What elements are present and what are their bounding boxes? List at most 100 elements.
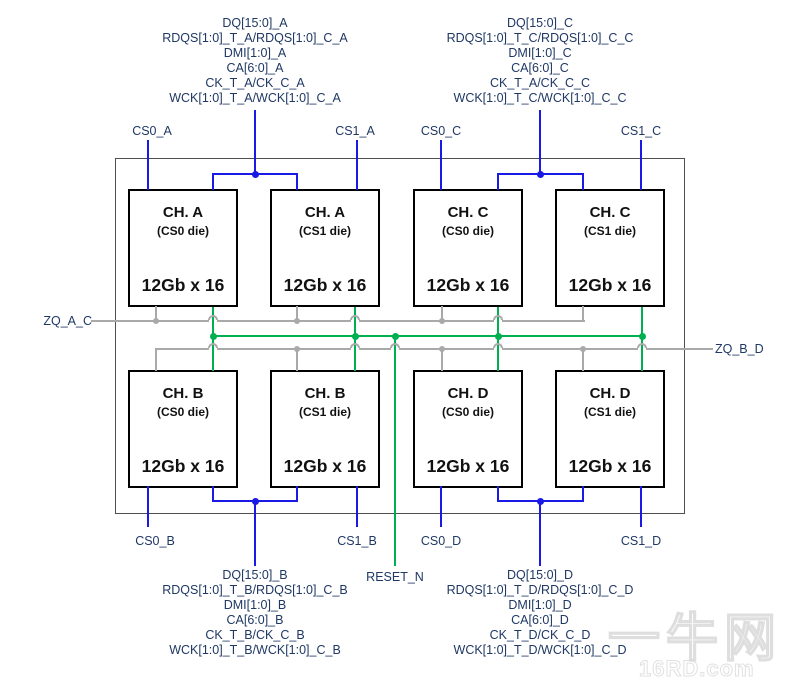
die-channel-title: CH. C <box>589 204 631 221</box>
signal-label: DMI[1:0]_C <box>508 46 572 60</box>
die-cs-label: (CS1 die) <box>298 224 351 238</box>
signal-label: RDQS[1:0]_T_A/RDQS[1:0]_C_A <box>162 31 348 45</box>
signal-label: CA[6:0]_D <box>511 613 569 627</box>
bus-junction-dot <box>251 170 259 178</box>
zq-wire <box>502 320 585 322</box>
die-channel-title: CH. D <box>589 385 631 402</box>
watermark-logo: 一牛网 <box>607 609 783 669</box>
signal-label: CA[6:0]_B <box>226 613 284 627</box>
channel-wire <box>147 486 149 527</box>
zq-junction-dot <box>294 346 300 352</box>
channel-wire <box>147 140 149 190</box>
channel-wire <box>582 173 584 190</box>
die-capacity: 12Gb x 16 <box>568 275 652 295</box>
bus-junction-dot <box>536 170 544 178</box>
signal-label: DMI[1:0]_A <box>223 46 287 60</box>
channel-wire <box>254 500 256 566</box>
die-ch-b-cs1: CH. B (CS1 die) 12Gb x 16 <box>270 370 380 488</box>
signal-block-channel-a: DQ[15:0]_A RDQS[1:0]_T_A/RDQS[1:0]_C_A D… <box>115 16 395 106</box>
channel-wire <box>539 500 541 566</box>
die-cs-label: (CS1 die) <box>583 405 636 419</box>
reset-n-bus <box>212 335 644 337</box>
signal-label: CA[6:0]_C <box>511 61 569 75</box>
signal-block-channel-d: DQ[15:0]_D RDQS[1:0]_T_D/RDQS[1:0]_C_D D… <box>400 568 680 658</box>
signal-label: DMI[1:0]_D <box>508 598 572 612</box>
signal-label: DQ[15:0]_C <box>506 16 573 30</box>
channel-wire <box>254 110 256 176</box>
die-cs-label: (CS0 die) <box>441 224 494 238</box>
cs-label-cs1-d: CS1_D <box>620 534 662 548</box>
reset-junction-dot <box>391 332 399 340</box>
die-ch-c-cs0: CH. C (CS0 die) 12Gb x 16 <box>413 189 523 307</box>
channel-wire <box>640 486 642 527</box>
zq-junction-dot <box>294 318 300 324</box>
cs-label-cs0-b: CS0_B <box>135 534 175 548</box>
signal-label: CK_T_B/CK_C_B <box>205 628 305 642</box>
die-ch-d-cs0: CH. D (CS0 die) 12Gb x 16 <box>413 370 523 488</box>
wire-crossover-hop <box>208 343 218 348</box>
die-cs-label: (CS0 die) <box>441 405 494 419</box>
zq-junction-dot <box>153 318 159 324</box>
zq-stub <box>441 348 443 371</box>
signal-label: RDQS[1:0]_T_B/RDQS[1:0]_C_B <box>162 583 348 597</box>
zq-junction-dot <box>439 318 445 324</box>
cs-label-cs1-c: CS1_C <box>620 124 662 138</box>
signal-label: WCK[1:0]_T_C/WCK[1:0]_C_C <box>453 91 627 105</box>
channel-wire <box>440 486 442 527</box>
signal-label: CK_T_A/CK_C_C <box>489 76 591 90</box>
die-capacity: 12Gb x 16 <box>283 456 367 476</box>
reset-junction-dot <box>351 332 359 340</box>
channel-wire <box>497 486 499 502</box>
zq-wire <box>217 320 351 322</box>
watermark-site: 16RD.com <box>639 656 755 682</box>
die-cs-label: (CS0 die) <box>156 405 209 419</box>
reset-n-label: RESET_N <box>366 570 424 584</box>
die-capacity: 12Gb x 16 <box>426 456 510 476</box>
die-cs-label: (CS1 die) <box>583 224 636 238</box>
channel-wire <box>356 140 358 190</box>
channel-wire <box>296 486 298 502</box>
zq-a-c-label: ZQ_A_C <box>43 314 92 328</box>
signal-label: CK_T_D/CK_C_D <box>489 628 591 642</box>
channel-wire <box>497 173 499 190</box>
zq-wire <box>217 348 351 350</box>
zq-wire <box>399 348 494 350</box>
channel-wire <box>356 486 358 527</box>
signal-block-channel-b: DQ[15:0]_B RDQS[1:0]_T_B/RDQS[1:0]_C_B D… <box>115 568 395 658</box>
zq-stub <box>155 306 157 322</box>
channel-wire <box>212 173 214 190</box>
cs-label-cs0-d: CS0_D <box>420 534 462 548</box>
die-ch-d-cs1: CH. D (CS1 die) 12Gb x 16 <box>555 370 665 488</box>
signal-label: DQ[15:0]_B <box>222 568 288 582</box>
reset-n-wire <box>394 336 396 566</box>
signal-block-channel-c: DQ[15:0]_C RDQS[1:0]_T_C/RDQS[1:0]_C_C D… <box>400 16 680 106</box>
die-ch-b-cs0: CH. B (CS0 die) 12Gb x 16 <box>128 370 238 488</box>
zq-wire <box>359 348 391 350</box>
die-channel-title: CH. B <box>304 385 346 402</box>
die-cs-label: (CS0 die) <box>156 224 209 238</box>
die-ch-c-cs1: CH. C (CS1 die) 12Gb x 16 <box>555 189 665 307</box>
die-cs-label: (CS1 die) <box>298 405 351 419</box>
zq-stub <box>441 306 443 322</box>
channel-wire <box>640 140 642 190</box>
zq-junction-dot <box>580 346 586 352</box>
zq-wire <box>91 320 209 322</box>
die-capacity: 12Gb x 16 <box>426 275 510 295</box>
signal-label: DMI[1:0]_B <box>223 598 287 612</box>
channel-wire <box>539 110 541 176</box>
zq-wire <box>359 320 494 322</box>
wire-crossover-hop <box>350 343 360 348</box>
die-capacity: 12Gb x 16 <box>283 275 367 295</box>
wire-crossover-hop <box>493 315 503 320</box>
zq-junction-dot <box>439 346 445 352</box>
die-channel-title: CH. A <box>304 204 346 221</box>
signal-label: WCK[1:0]_T_B/WCK[1:0]_C_B <box>169 643 341 657</box>
zq-stub <box>582 306 584 322</box>
reset-junction-dot <box>209 332 217 340</box>
zq-wire <box>155 348 209 350</box>
cs-label-cs1-b: CS1_B <box>337 534 377 548</box>
die-channel-title: CH. D <box>447 385 489 402</box>
zq-stub <box>296 348 298 371</box>
die-capacity: 12Gb x 16 <box>141 275 225 295</box>
